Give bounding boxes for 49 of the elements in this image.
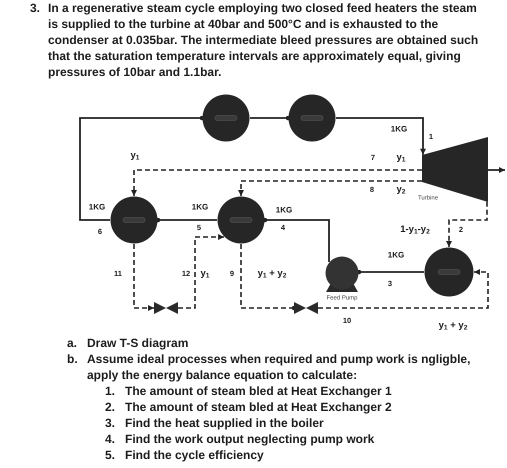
mass-label: 1KG <box>390 126 408 134</box>
flow-fraction-label: y$_{1}$ <box>396 152 406 164</box>
flow-fraction-label: y$_{1}$ <box>200 268 210 280</box>
connector-line <box>262 218 330 262</box>
dashed-arrow <box>238 180 422 196</box>
condenser-symbol <box>424 247 474 297</box>
valve-symbol <box>154 302 178 314</box>
dashed-arrow <box>131 169 422 196</box>
flow-fraction-label: y$_{1}$ <box>130 150 140 162</box>
connector-line <box>79 116 204 221</box>
connector-line <box>250 116 290 120</box>
task-text: Draw T-S diagram <box>87 335 190 351</box>
list-marker: 4. <box>105 431 116 447</box>
flow-fraction-label: y$_{2}$ <box>396 184 406 196</box>
dashed-arrow <box>178 234 224 309</box>
task-text: Assume ideal processes when required and pump work is ngligble, apply the energy balance equation to calculate: <box>87 351 472 383</box>
feed-pump-symbol <box>325 256 359 292</box>
mass-label: 1KG <box>276 206 292 216</box>
task-text: Find the work output neglecting pump work <box>125 431 376 447</box>
arrow <box>336 117 426 155</box>
arrow <box>488 167 505 173</box>
dashed-connector-line <box>240 244 296 310</box>
mass-label: 1KG <box>388 252 404 260</box>
flow-fraction-label: 1-y$_{1}$-y$_{2}$ <box>400 224 430 236</box>
dashed-arrow <box>446 202 488 247</box>
list-marker: 5. <box>105 447 116 463</box>
feed-heater-symbol <box>217 196 265 244</box>
task-text: The amount of steam bled at Heat Exchanger 2 <box>125 399 393 415</box>
list-marker: 1. <box>105 383 116 399</box>
dashed-arrow <box>133 244 154 311</box>
task-text: Find the cycle efficiency <box>125 447 265 463</box>
task-text: The amount of steam bled at Heat Exchanger 1 <box>125 383 393 399</box>
flow-fraction-label: y$_{1}$ + y$_{2}$ <box>258 268 286 280</box>
flow-fraction-label: y$_{1}$ + y$_{2}$ <box>438 320 468 332</box>
mass-label: 1KG <box>192 204 208 212</box>
valve-symbol <box>294 302 318 314</box>
list-marker: b. <box>67 351 78 367</box>
connector-line <box>356 270 424 274</box>
question-text: In a regenerative steam cycle employing two closed feed heaters the steam is supplied to the turbine at 40bar and 500°C and is exhausted to the condenser at 0.035bar. The intermediate bleed pressures are obtained such that the saturation temperature intervals are approximately equal, giving pressures of 10bar and 1.1bar. <box>48 0 480 80</box>
boiler-symbol <box>288 94 336 142</box>
task-text: Find the heat supplied in the boiler <box>125 415 325 431</box>
question-number: 3. <box>30 0 40 16</box>
mass-label: 1KG <box>88 204 106 212</box>
list-marker: 3. <box>105 415 116 431</box>
list-marker: 2. <box>105 399 116 415</box>
connector-line <box>156 218 217 222</box>
list-marker: a. <box>67 335 78 351</box>
boiler-symbol <box>202 94 250 142</box>
feed-heater-symbol <box>110 196 158 244</box>
